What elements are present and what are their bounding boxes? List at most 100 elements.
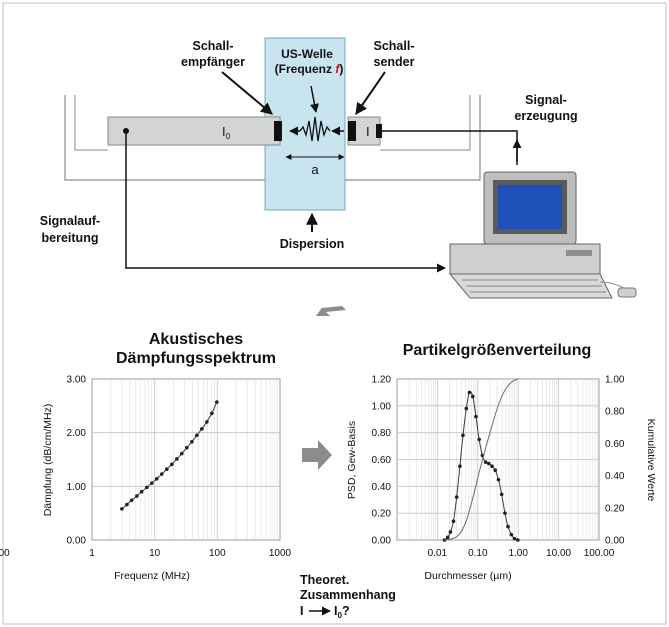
data-point: [160, 472, 164, 476]
signal-gen-label-line2: erzeugung: [514, 109, 577, 123]
chart2-ylabel: PSD, Gew-Basis: [346, 421, 358, 499]
receiver-transducer: [274, 121, 282, 141]
y-tick-label: 2.00: [67, 428, 87, 439]
ultrasound-wave-icon: [299, 116, 331, 142]
data-point: [496, 477, 501, 482]
sender-label-line2: sender: [374, 55, 415, 69]
data-point: [175, 457, 179, 461]
chart1-title-line2: Dämpfungsspektrum: [116, 350, 276, 367]
data-point: [445, 535, 450, 540]
receiver-label-line2: empfänger: [181, 55, 245, 69]
dispersion-label: Dispersion: [280, 237, 345, 251]
y-tick-label: 1.00: [372, 401, 392, 412]
y2-tick-label: 0.60: [605, 439, 625, 450]
chart2-title: Partikelgrößenverteilung: [403, 342, 592, 359]
data-point: [503, 511, 507, 515]
data-point: [145, 485, 149, 490]
receiver-label-line1: Schall-: [193, 39, 234, 53]
chart1-ylabel: Dämpfung (dB/cm/MHz): [42, 404, 54, 517]
gap-label: a: [311, 162, 319, 177]
sender-arrow: [355, 71, 386, 115]
data-point: [170, 462, 174, 467]
x-tick-label: 100.00: [584, 548, 615, 559]
x-tick-label: 0.00: [0, 548, 10, 559]
chart2-y2label: Kumulative Werte: [645, 419, 657, 502]
data-point: [179, 451, 184, 456]
y-tick-label: 3.00: [67, 375, 87, 386]
sender-transducer: [348, 121, 356, 141]
y2-tick-label: 0.40: [605, 471, 625, 482]
x-tick-label: 1.00: [508, 548, 528, 559]
data-point: [464, 406, 469, 411]
data-point: [210, 411, 214, 416]
y-tick-label: 1.00: [67, 482, 87, 493]
tray-inner-right: [380, 95, 471, 151]
data-point: [461, 433, 465, 438]
data-point: [195, 433, 199, 438]
data-point: [467, 390, 472, 395]
data-point: [154, 477, 159, 481]
signal-proc-line: [125, 131, 446, 273]
wave-label: US-Welle: [281, 47, 333, 61]
y-tick-label: 0.20: [372, 509, 392, 520]
relation-left: I: [300, 604, 303, 618]
data-point: [185, 445, 189, 450]
data-point: [486, 461, 491, 466]
data-point: [200, 427, 204, 431]
sender-label-line1: Schall-: [374, 39, 415, 53]
tray-inner-left: [74, 95, 108, 151]
data-point: [454, 495, 459, 499]
x-tick-label: 100: [209, 548, 226, 559]
receiver-arrow: [221, 71, 273, 115]
theoretical-label-line2: Zusammenhang: [300, 588, 396, 602]
data-point: [149, 481, 154, 485]
data-point: [129, 498, 134, 503]
relation-right: I0?: [334, 604, 350, 620]
chart1-xlabel: Frequenz (MHz): [114, 570, 190, 582]
data-point: [483, 460, 488, 464]
data-point: [477, 437, 481, 442]
series-line-2: [444, 378, 519, 541]
data-point: [506, 524, 510, 529]
flow-arrow-right: [302, 440, 332, 470]
chart1-title-line1: Akustisches: [149, 331, 243, 348]
x-tick-label: 1: [89, 548, 95, 559]
data-point: [490, 464, 494, 469]
data-point: [125, 502, 129, 507]
data-point: [516, 538, 520, 542]
data-point: [215, 400, 219, 404]
flow-arrow-down-left: [316, 302, 346, 316]
signal-proc-label-line1: Signalauf-: [40, 214, 100, 228]
data-point: [499, 492, 504, 497]
data-point: [448, 530, 453, 534]
sender-connector: [376, 124, 382, 138]
data-point: [190, 439, 194, 444]
data-point: [139, 489, 144, 494]
data-point: [205, 420, 209, 424]
y2-tick-label: 0.80: [605, 407, 625, 418]
receiver-rod: [107, 116, 281, 146]
x-tick-label: 1000: [269, 548, 292, 559]
x-tick-label: 0.10: [468, 548, 488, 559]
y2-tick-label: 1.00: [605, 375, 625, 386]
measurement-setup: a I0 I US-Welle (Frequenz f) Schall- emp…: [40, 37, 637, 299]
data-point: [512, 536, 517, 541]
y-tick-label: 0.60: [372, 455, 392, 466]
data-point: [120, 507, 124, 511]
y-tick-label: 0.40: [372, 482, 392, 493]
computer-icon: [448, 171, 637, 299]
signal-proc-label-line2: bereitung: [42, 231, 99, 245]
y-tick-label: 0.80: [372, 428, 392, 439]
y-tick-label: 1.20: [372, 375, 392, 386]
wave-frequency-label: (Frequenz f): [275, 62, 344, 76]
wave-pointer-arrow: [310, 85, 319, 113]
y2-tick-label: 0.20: [605, 503, 625, 514]
signal-gen-label-line1: Signal-: [525, 93, 567, 107]
i-label: I: [366, 124, 370, 139]
data-point: [470, 394, 475, 399]
y-tick-label: 0.00: [372, 536, 392, 547]
plot-area: [91, 378, 281, 541]
data-point: [451, 519, 456, 524]
particle-size-distribution-chart: 0.000.010.101.0010.00100.000.000.200.400…: [0, 375, 625, 560]
